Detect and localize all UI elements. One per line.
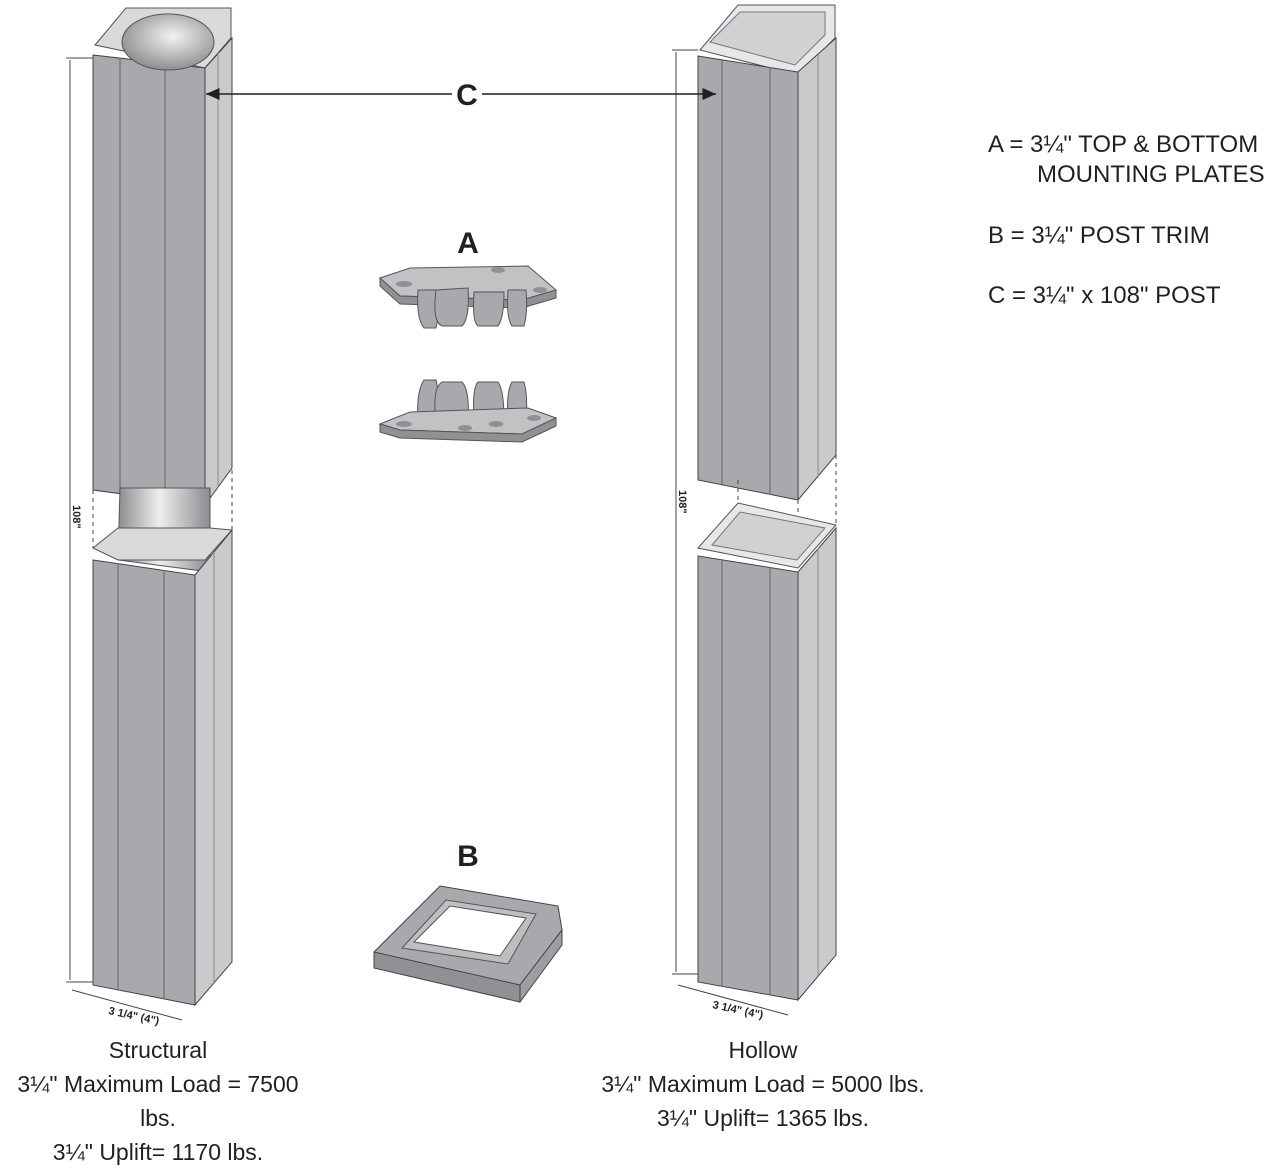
hollow-name: Hollow <box>728 1037 798 1063</box>
structural-post-upper <box>92 7 233 507</box>
structural-post-lower <box>92 527 234 1007</box>
label-b: B <box>457 840 479 873</box>
label-a: A <box>457 227 479 260</box>
structural-uplift: 3¼" Uplift= 1170 lbs. <box>52 1139 264 1165</box>
structural-load: 3¼" Maximum Load = 7500 lbs. <box>17 1071 299 1131</box>
legend-b: B = 3¼" POST TRIM <box>988 222 1210 249</box>
legend-a-line2: MOUNTING PLATES <box>1037 161 1265 188</box>
structural-core-top <box>121 13 215 71</box>
structural-caption: Structural 3¼" Maximum Load = 7500 lbs. … <box>0 1033 316 1169</box>
hollow-post-upper <box>697 4 837 502</box>
legend: A = 3¼" TOP & BOTTOM MOUNTING PLATES B =… <box>988 130 1265 311</box>
hollow-post: 108" 3 1/4" (4") <box>672 4 837 1022</box>
legend-c: C = 3¼" x 108" POST <box>988 282 1221 309</box>
top-mounting-plate <box>379 265 558 329</box>
hollow-load: 3¼" Maximum Load = 5000 lbs. <box>601 1071 925 1097</box>
hollow-caption: Hollow 3¼" Maximum Load = 5000 lbs. 3¼" … <box>600 1033 926 1135</box>
hollow-width-label: 3 1/4" (4") <box>711 999 764 1021</box>
diagram-canvas: 108" 3 1/4" (4") <box>66 4 837 1028</box>
hollow-uplift: 3¼" Uplift= 1365 lbs. <box>656 1105 870 1131</box>
legend-a-line1: A = 3¼" TOP & BOTTOM <box>988 131 1259 158</box>
structural-width-label: 3 1/4" (4") <box>107 1005 160 1027</box>
hollow-height-dimension: 108" <box>672 49 698 975</box>
structural-name: Structural <box>108 1037 208 1063</box>
bottom-mounting-plate <box>378 379 558 443</box>
structural-post: 108" 3 1/4" (4") <box>66 7 234 1028</box>
hollow-height-label: 108" <box>676 490 688 514</box>
structural-height-label: 108" <box>70 505 82 529</box>
label-c: C <box>456 79 478 112</box>
post-trim <box>373 885 563 1004</box>
hollow-post-lower <box>697 502 837 1002</box>
structural-height-dimension: 108" <box>66 57 93 983</box>
c-callout: C <box>206 79 716 112</box>
